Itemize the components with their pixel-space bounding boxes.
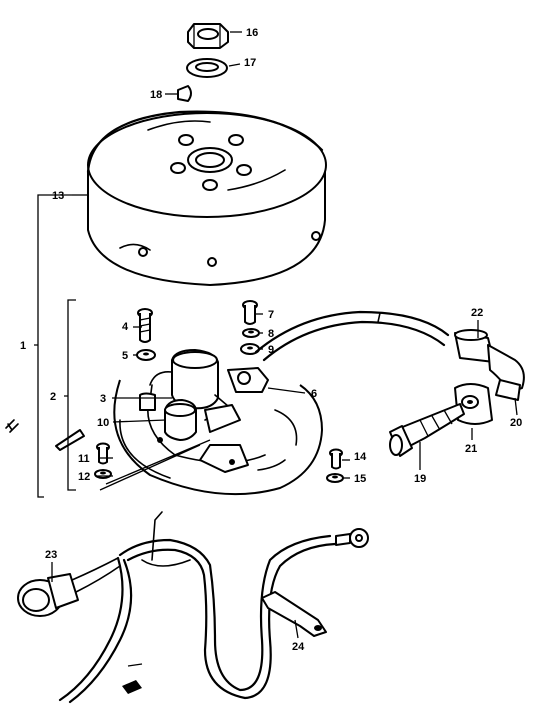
connector-part — [17, 557, 121, 617]
plug-cap-part — [454, 329, 525, 401]
label-14: 14 — [354, 451, 367, 463]
screw-part-11 — [96, 442, 110, 465]
assembly-bracket-1 — [34, 194, 72, 498]
label-10: 10 — [97, 417, 109, 429]
washer-part-12 — [94, 469, 112, 479]
woodruff-key-part — [177, 85, 192, 102]
leader-lines — [51, 31, 518, 639]
screw-part-14 — [329, 448, 343, 470]
high-tension-cable — [254, 310, 450, 362]
label-18: 18 — [150, 89, 162, 101]
orientation-mark — [5, 419, 19, 433]
label-3: 3 — [100, 393, 106, 405]
spark-plug-part — [389, 403, 465, 457]
direction-arrow — [122, 663, 143, 694]
washer-part-8 — [242, 328, 260, 338]
condenser-part — [164, 399, 197, 441]
label-13: 13 — [52, 190, 64, 202]
screw-part-4 — [137, 308, 153, 343]
label-21: 21 — [465, 443, 477, 455]
label-4: 4 — [122, 321, 129, 333]
lock-washer-part — [186, 58, 228, 78]
label-17: 17 — [244, 57, 256, 69]
nut-part — [187, 23, 229, 49]
label-6: 6 — [311, 388, 317, 400]
assembly-bracket-2 — [64, 299, 76, 491]
label-19: 19 — [414, 473, 426, 485]
flywheel-rotor — [86, 110, 327, 286]
label-12: 12 — [78, 471, 90, 483]
washer-part-5 — [136, 349, 156, 361]
label-9: 9 — [268, 344, 274, 356]
label-8: 8 — [268, 328, 274, 340]
clamp-part — [261, 591, 327, 637]
label-23: 23 — [45, 549, 57, 561]
screw-part-7 — [242, 300, 258, 325]
wire-harness — [58, 511, 369, 704]
label-7: 7 — [268, 309, 274, 321]
label-16: 16 — [246, 27, 258, 39]
label-15: 15 — [354, 473, 366, 485]
label-24: 24 — [292, 641, 305, 653]
label-1: 1 — [20, 340, 26, 352]
label-11: 11 — [78, 453, 90, 465]
shaft-marker — [55, 429, 85, 451]
label-5: 5 — [122, 350, 128, 362]
label-20: 20 — [510, 417, 522, 429]
label-22: 22 — [471, 307, 483, 319]
washer-part-15 — [326, 473, 344, 483]
label-2: 2 — [50, 391, 56, 403]
contact-breaker-part — [204, 367, 269, 433]
